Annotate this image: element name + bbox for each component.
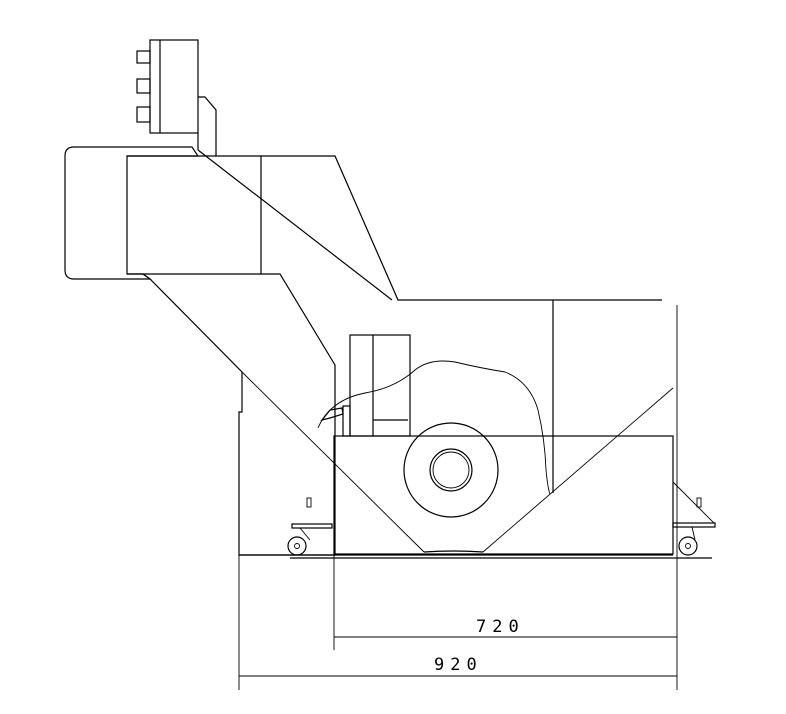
bolt-icon <box>136 106 151 123</box>
caster-right <box>672 481 716 556</box>
bolt-icon <box>136 50 151 64</box>
dimension-label-920: 920 <box>434 655 483 675</box>
wheel-icon <box>678 536 698 556</box>
dimension-920: 920 <box>238 555 677 690</box>
paper-roll <box>403 422 499 518</box>
top-bracket <box>136 39 217 156</box>
motor-unit <box>317 334 551 495</box>
dimension-720: 720 <box>333 305 678 690</box>
wheel-icon <box>287 536 307 556</box>
caster-left <box>287 497 333 556</box>
hatched-clamp-section <box>64 146 336 556</box>
machine-body <box>127 149 712 559</box>
bolt-icon <box>136 78 151 94</box>
dimension-label-720: 720 <box>476 617 525 637</box>
